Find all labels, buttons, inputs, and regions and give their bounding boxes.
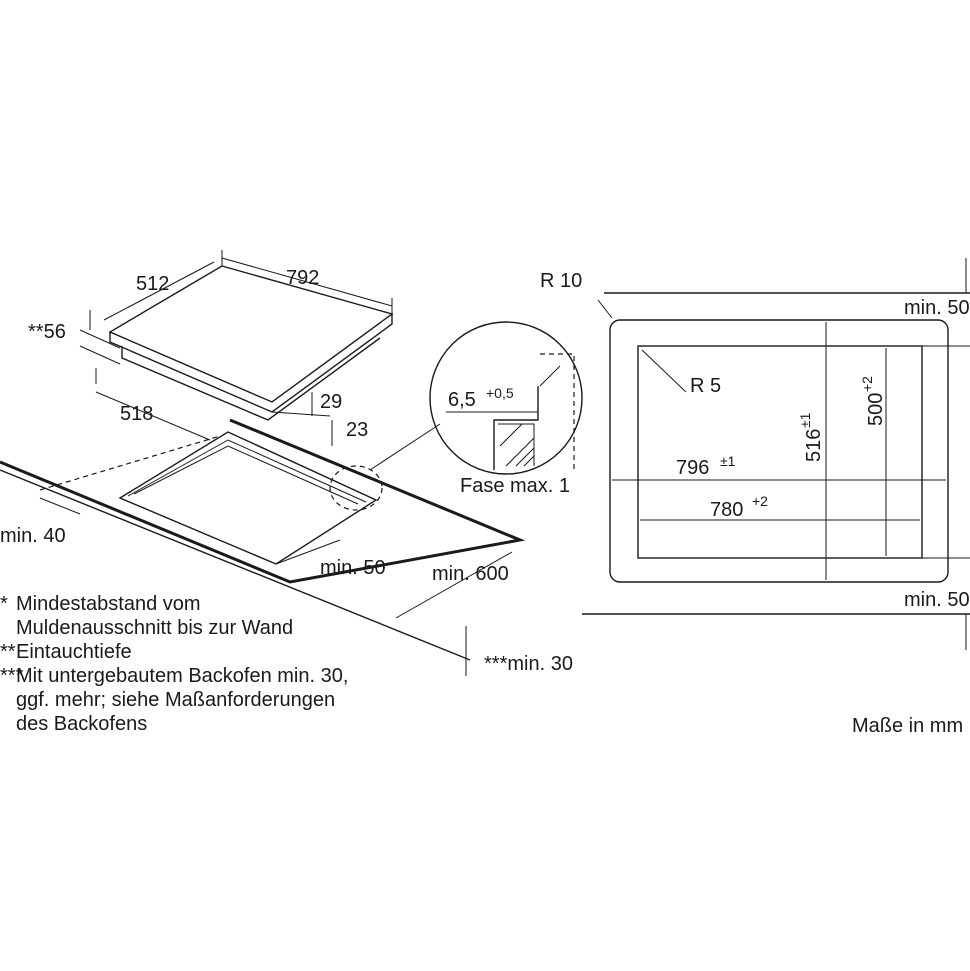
clearance-bottom: min. 50	[904, 589, 970, 611]
dim-29: 29	[320, 391, 342, 413]
outer-width: 796	[676, 457, 709, 479]
legend-3-line-1: Mit untergebautem Backofen min. 30,	[16, 665, 348, 687]
inner-height: 500	[865, 393, 887, 426]
legend-3-line-2: ggf. mehr; siehe Maßanforderungen	[16, 689, 335, 711]
legend-marker-2: **	[0, 641, 16, 663]
legend-3-line-3: des Backofens	[16, 713, 147, 735]
dim-min50-front: min. 50	[320, 557, 386, 579]
inner-cutout	[637, 345, 923, 559]
legend-2-line-1: Eintauchtiefe	[16, 641, 132, 663]
hob-body	[121, 337, 381, 421]
chamfer-label: Fase max. 1	[460, 475, 570, 497]
radius-inner: R 5	[690, 375, 721, 397]
dim-518: 518	[120, 403, 153, 425]
inner-height-tol: +2	[859, 376, 875, 392]
worktop	[0, 418, 526, 584]
legend-marker-3: ***	[0, 665, 24, 687]
dim-min600: min. 600	[432, 563, 509, 585]
outer-height: 516	[803, 429, 825, 462]
outer-cutout	[609, 319, 949, 583]
legend-1-line-1: Mindestabstand vom	[16, 593, 201, 615]
chamfer-tolerance: +0,5	[486, 385, 514, 401]
legend: * Mindestabstand vom Muldenausschnitt bi…	[0, 593, 348, 735]
dim-min40: min. 40	[0, 525, 66, 547]
outer-width-tol: ±1	[720, 453, 736, 469]
inner-width: 780	[710, 499, 743, 521]
legend-1-line-2: Muldenausschnitt bis zur Wand	[16, 617, 293, 639]
dim-512: 512	[136, 273, 169, 295]
hob-isometric: 792 512 **56 518 29 23 min. 40	[0, 250, 573, 676]
hob-top-surface	[108, 265, 394, 403]
dim-23: 23	[346, 419, 368, 441]
cutout-opening	[118, 431, 378, 565]
inner-width-tol: +2	[752, 493, 768, 509]
radius-outer: R 10	[540, 270, 582, 292]
outer-height-tol: ±1	[797, 412, 813, 428]
chamfer-value: 6,5	[448, 389, 476, 411]
dim-min30: ***min. 30	[484, 653, 573, 675]
units-note: Maße in mm	[852, 715, 963, 737]
clearance-top: min. 50	[904, 297, 970, 319]
chamfer-detail: 6,5 +0,5 Fase max. 1	[429, 321, 583, 497]
hob-top-edge	[109, 314, 393, 413]
legend-marker-1: *	[0, 593, 8, 615]
cutout-plan: R 10 R 5 min. 50 min. 50 796 ±1 780 +2 5…	[540, 258, 970, 650]
dim-792: 792	[286, 267, 319, 289]
dim-56: **56	[28, 321, 66, 343]
